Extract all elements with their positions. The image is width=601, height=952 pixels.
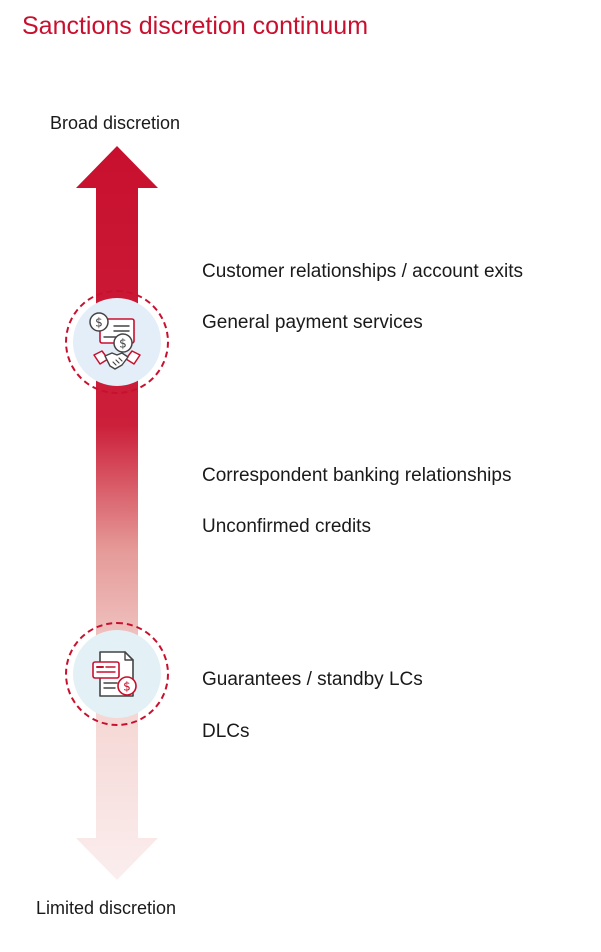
payments-icon-badge: $ $ (65, 290, 169, 394)
item-general-payment-services: General payment services (202, 312, 423, 333)
svg-text:$: $ (119, 337, 127, 351)
broad-discretion-label: Broad discretion (50, 113, 181, 133)
item-unconfirmed-credits: Unconfirmed credits (202, 516, 371, 537)
discretion-arrow (76, 146, 158, 880)
payment-handshake-icon: $ $ (89, 312, 141, 370)
documents-icon-badge: $ (65, 622, 169, 726)
page-title: Sanctions discretion continuum (22, 12, 369, 40)
svg-text:$: $ (95, 316, 103, 330)
arrow-shape (76, 146, 158, 880)
item-guarantees-standby-lcs: Guarantees / standby LCs (202, 669, 423, 690)
limited-discretion-label: Limited discretion (36, 898, 177, 918)
document-dollar-icon: $ (92, 651, 137, 697)
svg-text:$: $ (123, 680, 131, 694)
item-correspondent-banking: Correspondent banking relationships (202, 465, 512, 486)
item-customer-relationships: Customer relationships / account exits (202, 261, 524, 282)
item-dlcs: DLCs (202, 721, 250, 742)
